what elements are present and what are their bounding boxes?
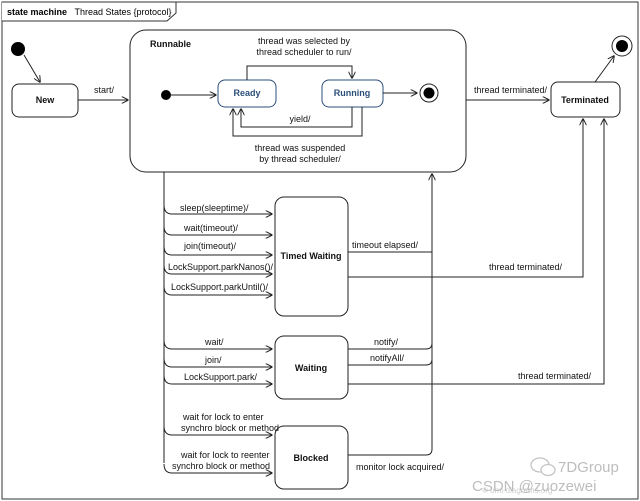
sleep-transition bbox=[163, 204, 272, 214]
state-ready-label: Ready bbox=[233, 88, 260, 98]
suspended-transition bbox=[233, 107, 363, 137]
wechat-logo bbox=[530, 457, 556, 477]
frame-name: Thread States {protocol} bbox=[74, 7, 171, 17]
park-transition bbox=[163, 374, 272, 384]
state-terminated-label: Terminated bbox=[561, 95, 609, 105]
monitor-lock-transition bbox=[348, 440, 433, 456]
state-timed-waiting-label: Timed Waiting bbox=[280, 251, 341, 261]
park-until-label: LockSupport.parkUntil()/ bbox=[171, 282, 269, 292]
timed-terminated-transition bbox=[348, 119, 583, 278]
final-state-inner bbox=[616, 40, 628, 52]
join-transition bbox=[163, 357, 272, 367]
state-runnable bbox=[129, 29, 467, 173]
csdn-watermark: CSDN @zuozewei bbox=[472, 478, 596, 495]
runnable-final-inner bbox=[423, 87, 435, 99]
suspended-label-2: by thread scheduler/ bbox=[259, 154, 341, 164]
selected-label-1: thread was selected by bbox=[258, 36, 351, 46]
wait-timeout-transition bbox=[163, 225, 272, 235]
notify-label: notify/ bbox=[374, 337, 399, 347]
initial-state-dot bbox=[11, 42, 25, 56]
notify-transition bbox=[348, 342, 433, 350]
reenter-lock-label-1: wait for lock to reenter bbox=[180, 450, 270, 460]
group-watermark: 7DGroup bbox=[558, 459, 619, 476]
uml-diagrams-watermark: © uml-diagrams.org bbox=[482, 486, 552, 495]
state-waiting bbox=[274, 335, 349, 400]
join-timeout-transition bbox=[163, 245, 272, 255]
frame-keyword: state machine bbox=[7, 7, 67, 17]
state-timed-waiting bbox=[274, 196, 349, 317]
state-blocked bbox=[274, 425, 349, 490]
wait-label: wait/ bbox=[204, 337, 224, 347]
start-label: start/ bbox=[94, 85, 115, 95]
state-waiting-label: Waiting bbox=[295, 363, 327, 373]
timeout-elapsed-label: timeout elapsed/ bbox=[352, 240, 419, 250]
state-running-label: Running bbox=[334, 88, 371, 98]
state-blocked-label: Blocked bbox=[293, 453, 328, 463]
final-transition bbox=[594, 56, 614, 83]
thread-terminated-label-2: thread terminated/ bbox=[489, 262, 563, 272]
selected-label-2: thread scheduler to run/ bbox=[256, 47, 352, 57]
reenter-lock-label-2: synchro block or method bbox=[172, 461, 270, 471]
initial-transition bbox=[23, 54, 40, 82]
park-until-transition bbox=[163, 285, 272, 295]
state-new-label: New bbox=[36, 95, 56, 105]
suspended-label-1: thread was suspended bbox=[255, 143, 346, 153]
monitor-lock-label: monitor lock acquired/ bbox=[356, 462, 445, 472]
runnable-initial-dot bbox=[161, 90, 171, 100]
notify-all-label: notifyAll/ bbox=[370, 353, 405, 363]
yield-transition bbox=[241, 107, 353, 128]
state-terminated bbox=[550, 81, 621, 118]
enter-lock-label-1: wait for lock to enter bbox=[182, 412, 264, 422]
park-nanos-transition bbox=[163, 264, 272, 274]
frame-title-tab bbox=[2, 1, 177, 22]
yield-label: yield/ bbox=[289, 114, 311, 124]
thread-terminated-label-1: thread terminated/ bbox=[474, 85, 548, 95]
park-label: LockSupport.park/ bbox=[184, 372, 258, 382]
sleep-label: sleep(sleeptime)/ bbox=[180, 203, 249, 213]
wait-transition bbox=[163, 339, 272, 349]
svg-text:state machine Thread State: state machine Thread States {protocol} bbox=[7, 2, 172, 19]
thread-terminated-label-3: thread terminated/ bbox=[518, 371, 592, 381]
wait-timeout-label: wait(timeout)/ bbox=[183, 223, 239, 233]
notify-all-transition bbox=[348, 358, 433, 366]
selected-transition bbox=[246, 65, 352, 80]
join-label: join/ bbox=[204, 355, 222, 365]
waiting-terminated-transition bbox=[348, 119, 604, 385]
reenter-lock-transition bbox=[163, 463, 272, 473]
park-nanos-label: LockSupport.parkNanos()/ bbox=[168, 262, 274, 272]
enter-lock-transition bbox=[163, 425, 272, 435]
state-runnable-label: Runnable bbox=[150, 39, 191, 49]
join-timeout-label: join(timeout)/ bbox=[183, 241, 237, 251]
enter-lock-label-2: synchro block or method bbox=[181, 423, 279, 433]
